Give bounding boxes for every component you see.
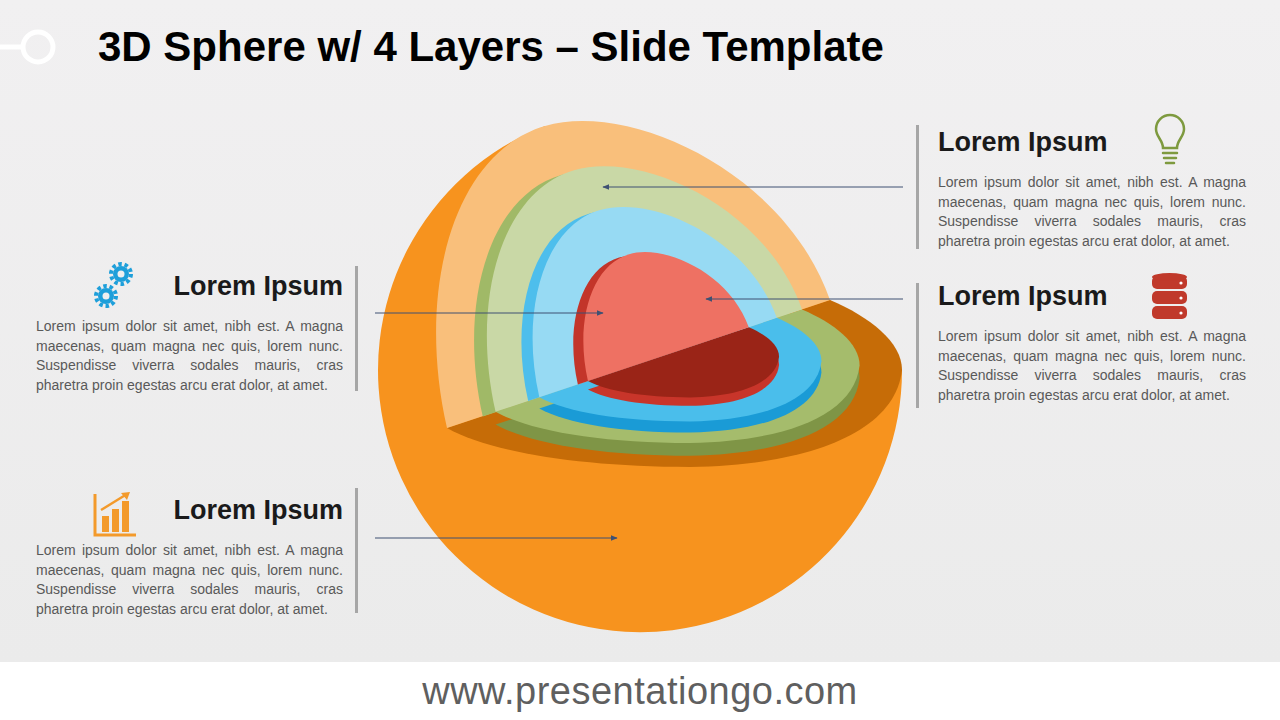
slide-background [0,0,1280,662]
separator-bar [355,266,358,391]
lightbulb-icon [1156,115,1184,163]
slide-title: 3D Sphere w/ 4 Layers – Slide Template [98,22,884,72]
separator-bar [916,125,919,249]
database-top [1152,273,1187,281]
callout-box: Lorem IpsumLorem ipsum dolor sit amet, n… [938,125,1246,251]
watermark: www.presentationgo.com [0,668,1280,714]
gear-teeth [96,286,116,306]
footer-band [0,662,1280,720]
callout-heading: Lorem Ipsum [36,493,343,527]
chart-trend-head [121,492,130,500]
lightbulb-base [1164,157,1176,160]
leader-line [375,538,617,539]
crust-section-face [436,121,830,428]
gear-body [113,266,129,282]
separator-bar [916,283,919,408]
callout-body: Lorem ipsum dolor sit amet, nibh est. A … [938,173,1246,251]
callout-box: Lorem IpsumLorem ipsum dolor sit amet, n… [36,269,343,395]
chart-bar [122,501,129,532]
lightbulb-glass [1156,115,1184,148]
chart-bar [112,509,119,532]
database-light [1179,311,1182,314]
leader-line [375,313,603,314]
title-ornament [23,32,53,62]
database-light [1179,281,1182,284]
gear-body [98,288,114,304]
lightbulb-base [1163,152,1177,155]
chart-icon [95,492,136,535]
database-icon [1152,273,1187,319]
callout-heading: Lorem Ipsum [938,279,1246,313]
callout-box: Lorem IpsumLorem ipsum dolor sit amet, n… [36,493,343,619]
database-disk [1152,291,1187,304]
separator-bar [355,488,358,613]
callout-heading: Lorem Ipsum [938,125,1246,159]
chart-bar [102,516,109,532]
title-ornament [0,45,23,50]
chart-axis [95,494,136,535]
callout-body: Lorem ipsum dolor sit amet, nibh est. A … [36,541,343,619]
lightbulb-base [1166,162,1174,165]
callout-box: Lorem IpsumLorem ipsum dolor sit amet, n… [938,279,1246,405]
database-disk [1152,306,1187,319]
callout-body: Lorem ipsum dolor sit amet, nibh est. A … [938,327,1246,405]
gear-teeth [111,264,131,284]
inner-core-section-face [583,252,748,381]
gears-icon [96,264,131,306]
gear-hole [103,293,110,300]
leader-line [706,299,903,300]
callout-body: Lorem ipsum dolor sit amet, nibh est. A … [36,317,343,395]
database-light [1179,296,1182,299]
leader-line [603,187,903,188]
gear-hole [118,271,125,278]
callout-heading: Lorem Ipsum [36,269,343,303]
mantle-section-face [487,166,802,412]
chart-trend [101,494,127,510]
